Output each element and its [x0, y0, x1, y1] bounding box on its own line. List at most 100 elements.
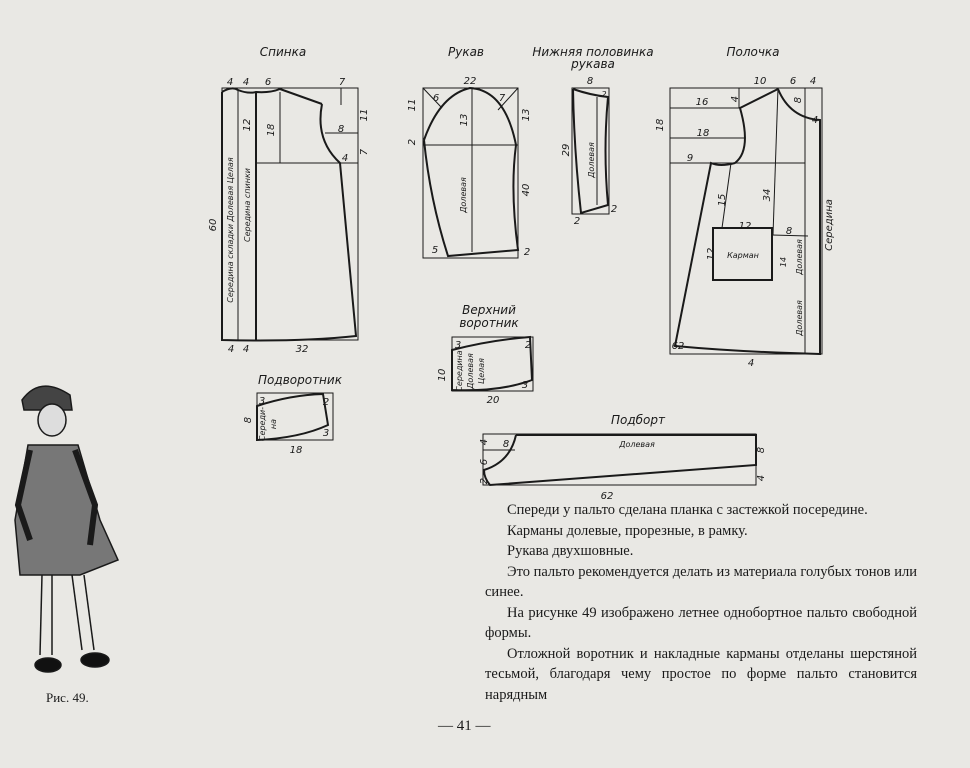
facing-pattern — [482, 433, 757, 487]
upper-collar-label: 3 — [522, 380, 528, 391]
back-label: 4 — [342, 153, 348, 164]
under-sleeve-label: Долевая — [587, 142, 596, 179]
paragraph: На рисунке 49 изображено летнее одноборт… — [485, 604, 917, 642]
paragraph: Отложной воротник и накладные карманы от… — [485, 645, 917, 703]
front-label: Долевая — [795, 300, 804, 337]
front-label: 14 — [779, 257, 788, 267]
front-label: 12 — [739, 221, 752, 232]
under-sleeve-label: 2 — [601, 90, 606, 99]
back-label: 12 — [242, 119, 253, 132]
sleeve-label: 40 — [521, 184, 532, 197]
piece-title: Подворотник — [258, 373, 343, 387]
back-label: 8 — [338, 124, 344, 135]
front-label: 8 — [793, 97, 804, 103]
page-number: — 41 — — [438, 718, 491, 734]
sleeve-label: 7 — [499, 93, 506, 104]
piece-title: Подборт — [611, 413, 666, 427]
body-text: Спереди у пальто сделана планка с застеж… — [485, 500, 917, 705]
front-label: 8 — [786, 226, 792, 237]
facing-label: 2 — [479, 478, 490, 484]
under-sleeve-pattern — [571, 87, 610, 215]
facing-label: 62 — [601, 491, 614, 502]
under-collar-label: 2 — [323, 397, 329, 408]
facing-label: Долевая — [618, 440, 655, 449]
front-label: 34 — [762, 189, 773, 202]
sleeve-label: 5 — [432, 245, 438, 256]
front-pattern — [669, 87, 823, 356]
facing-label: 4 — [756, 475, 767, 481]
back-label: 11 — [359, 109, 370, 122]
piece-title: рукава — [570, 57, 615, 71]
upper-collar-label: 3 — [455, 340, 461, 351]
piece-title: Полочка — [726, 45, 779, 59]
front-label: Карман — [727, 251, 759, 260]
front-label: 10 — [754, 76, 767, 87]
under-collar-pattern — [256, 392, 334, 442]
facing-label: 8 — [756, 447, 767, 453]
back-label: 60 — [208, 219, 219, 232]
upper-collar-label: Долевая — [466, 353, 475, 390]
back-label: 4 — [243, 77, 249, 88]
sleeve-label: 13 — [521, 109, 532, 122]
front-label: 4 — [730, 96, 741, 102]
back-label: 7 — [359, 148, 370, 155]
upper-collar-label: Целая — [477, 358, 486, 384]
under-collar-label: Середи- — [258, 407, 267, 441]
front-label: 4 — [812, 115, 818, 126]
piece-title: Рукав — [448, 45, 484, 59]
piece-title: Спинка — [260, 45, 306, 59]
sleeve-label: 2 — [407, 139, 418, 145]
under-sleeve-label: 2 — [611, 204, 617, 215]
front-label: 4 — [748, 358, 754, 369]
upper-collar-label: 20 — [487, 395, 500, 406]
front-label: 16 — [696, 97, 709, 108]
piece-title: Верхний — [462, 303, 516, 317]
front-label: 62 — [672, 341, 685, 352]
facing-label: 4 — [479, 439, 490, 445]
under-sleeve-label: 29 — [561, 144, 572, 157]
front-label: Долевая — [795, 239, 804, 276]
sleeve-pattern — [422, 86, 520, 259]
upper-collar-label: 10 — [437, 369, 448, 382]
front-label: 15 — [717, 194, 728, 207]
front-label: 9 — [687, 153, 693, 164]
figure-caption: Рис. 49. — [46, 690, 89, 705]
sleeve-label: 6 — [433, 93, 439, 104]
upper-collar-label: 2 — [525, 340, 531, 351]
under-collar-label: 3 — [323, 428, 329, 439]
paragraph: Рукава двухшовные. — [507, 543, 634, 559]
paragraph: Спереди у пальто сделана планка с застеж… — [507, 502, 868, 518]
back-label: Середина складки Долевая Целая — [226, 157, 235, 303]
back-label: 4 — [243, 344, 249, 355]
back-label: Середина спинки — [243, 168, 252, 242]
sleeve-label: 11 — [407, 99, 418, 112]
facing-label: 6 — [479, 459, 490, 465]
piece-title: Нижняя половинка — [532, 45, 653, 59]
back-label: 6 — [265, 77, 271, 88]
front-label: 6 — [790, 76, 796, 87]
front-label: 18 — [697, 128, 710, 139]
back-pattern — [221, 87, 359, 342]
sleeve-label: 13 — [459, 114, 470, 127]
under-collar-label: на — [269, 419, 278, 429]
sleeve-label: 22 — [464, 76, 477, 87]
under-collar-label: 3 — [259, 396, 265, 407]
paragraph: Это пальто рекомендуется делать из матер… — [485, 563, 917, 601]
paragraph: Карманы долевые, прорезные, в рамку. — [507, 522, 748, 539]
under-collar-label: 8 — [243, 417, 254, 423]
under-sleeve-label: 2 — [574, 216, 580, 227]
child-illustration — [14, 385, 120, 673]
back-label: 7 — [339, 77, 346, 88]
under-sleeve-label: 8 — [587, 76, 593, 87]
back-label: 18 — [266, 124, 277, 137]
back-label: 32 — [296, 344, 309, 355]
back-label: 4 — [227, 77, 233, 88]
upper-collar-label: Середина — [455, 350, 464, 391]
front-label: 4 — [810, 76, 816, 87]
piece-title: воротник — [459, 316, 519, 330]
under-collar-label: 18 — [290, 445, 303, 456]
sleeve-label: 2 — [524, 247, 530, 258]
facing-label: 8 — [503, 439, 509, 450]
front-label: Середина — [824, 199, 835, 251]
